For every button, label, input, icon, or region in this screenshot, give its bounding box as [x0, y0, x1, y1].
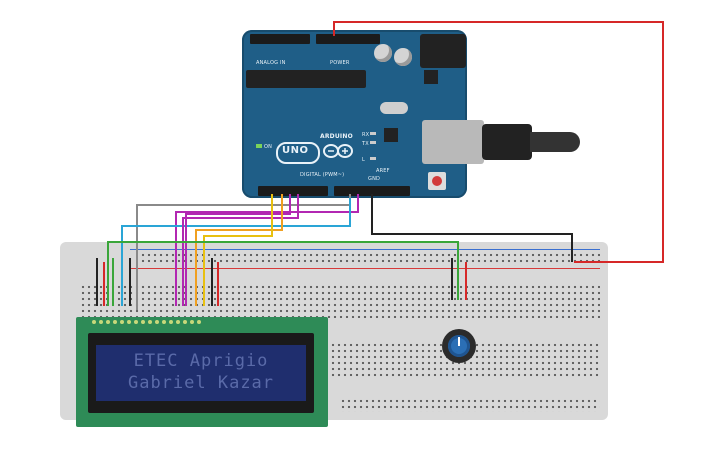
- usb-chip: [384, 128, 398, 142]
- on-led: [256, 144, 262, 148]
- rx-led: [370, 132, 376, 135]
- atmega-chip: [246, 70, 366, 88]
- l-led: [370, 157, 376, 160]
- arduino-infinity-logo: [323, 144, 353, 158]
- wire-magenta-c[interactable]: [185, 194, 291, 306]
- power-label: POWER: [330, 60, 350, 66]
- lcd-line-1: ETEC Aprigio: [133, 351, 269, 371]
- l-led-label: L: [362, 157, 365, 163]
- lcd-pin-header[interactable]: [92, 320, 201, 324]
- crystal-oscillator: [380, 102, 408, 114]
- model-label: UNO: [282, 145, 309, 156]
- top-power-rail[interactable]: [140, 252, 600, 266]
- lcd-line-2: Gabriel Kazar: [127, 373, 275, 393]
- wire-orange[interactable]: [195, 194, 283, 306]
- uno-badge: [276, 142, 320, 164]
- wire-yellow[interactable]: [203, 194, 273, 306]
- wire-cyan[interactable]: [121, 198, 351, 306]
- lcd-screen: ETEC Aprigio Gabriel Kazar: [96, 345, 306, 401]
- tx-led: [370, 141, 376, 144]
- bottom-power-rail[interactable]: [340, 398, 600, 412]
- dc-power-jack[interactable]: [420, 34, 466, 68]
- rail-line-blue: [130, 249, 600, 250]
- digital-header-high[interactable]: [334, 186, 410, 196]
- capacitor: [374, 44, 392, 62]
- terminal-strip-top[interactable]: [80, 284, 600, 318]
- wire-green[interactable]: [107, 241, 459, 306]
- potentiometer-knob[interactable]: [448, 335, 470, 357]
- usb-connector[interactable]: [422, 120, 484, 164]
- rail-line-red: [130, 268, 600, 269]
- wire-red-5v[interactable]: [333, 21, 664, 263]
- gnd-label: GND: [368, 176, 381, 182]
- power-header[interactable]: [316, 34, 380, 44]
- wire-magenta-b[interactable]: [182, 194, 299, 306]
- rx-label: RX: [362, 132, 370, 138]
- wire-black-gnd[interactable]: [371, 194, 573, 262]
- analog-header[interactable]: [250, 34, 310, 44]
- brand-label: ARDUINO: [320, 133, 353, 140]
- tx-label: TX: [362, 141, 369, 147]
- voltage-regulator: [424, 70, 438, 84]
- aref-label: AREF: [376, 168, 390, 174]
- analog-in-label: ANALOG IN: [256, 60, 286, 66]
- wire-magenta-a[interactable]: [175, 194, 359, 306]
- on-label: ON: [264, 144, 273, 150]
- capacitor: [394, 48, 412, 66]
- usb-cable: [530, 132, 580, 152]
- usb-plug[interactable]: [482, 124, 532, 160]
- digital-label: DIGITAL (PWM~): [300, 172, 345, 178]
- reset-button[interactable]: [428, 172, 446, 190]
- digital-header-low[interactable]: [258, 186, 328, 196]
